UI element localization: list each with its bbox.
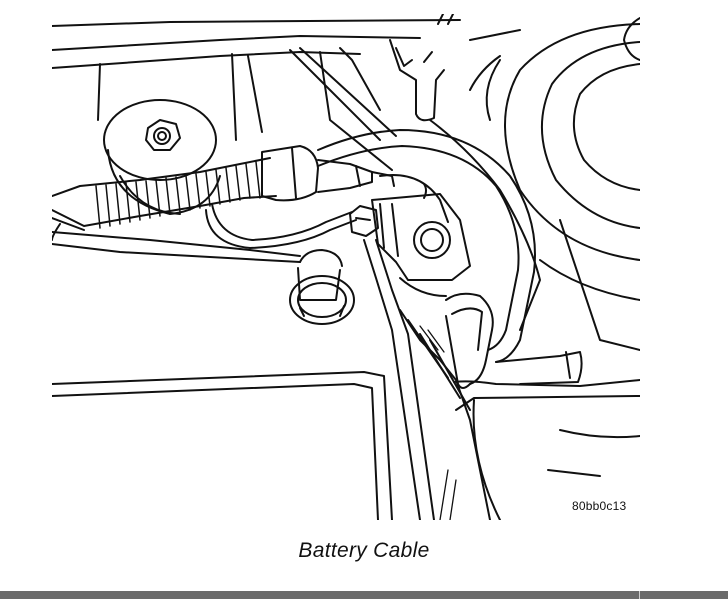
- corrugated-harness: [52, 145, 395, 241]
- battery-cable-illustration: [52, 14, 640, 520]
- battery-post: [289, 249, 355, 325]
- strut-mount: [103, 99, 221, 215]
- air-cleaner-housing: [429, 17, 640, 351]
- top-panel: [52, 14, 461, 171]
- hatching: [413, 325, 457, 520]
- bottom-rule: [0, 591, 728, 599]
- terminal-clamp: [349, 183, 471, 297]
- figure-caption: Battery Cable: [298, 539, 430, 562]
- negative-cable: [445, 292, 583, 389]
- figure-code: 80bb0c13: [572, 499, 627, 513]
- battery-cable: [317, 129, 536, 363]
- battery-body: [52, 231, 640, 520]
- sense-wire: [205, 203, 357, 249]
- line-drawing: [52, 14, 640, 520]
- bottom-rule-tick: [639, 591, 640, 599]
